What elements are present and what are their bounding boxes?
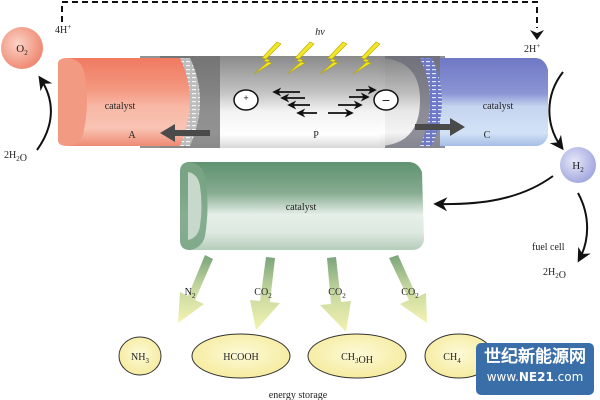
- fuel-cell-label: fuel cell: [532, 242, 565, 253]
- conversion-arrow-icon: [389, 255, 427, 323]
- h2-bubble: [560, 147, 596, 183]
- conversion-arrow-icon: [320, 257, 351, 332]
- water-right-label: 2H2O: [543, 267, 566, 281]
- product-label: CH4: [443, 352, 461, 365]
- lightning-bolts: [253, 41, 381, 75]
- watermark-chinese: 世纪新能源网: [484, 347, 586, 367]
- anode-letter: A: [128, 130, 136, 141]
- h2-to-fuel-cell-arrow: [577, 192, 591, 263]
- hole-transfer-arrow-icon: [160, 124, 210, 142]
- watermark-url: www.NE21.com: [476, 369, 594, 385]
- cathode-letter: C: [484, 130, 491, 141]
- minus-sign: −: [381, 94, 390, 107]
- charge-separation-arrows: [272, 85, 377, 118]
- energy-storage-label: energy storage: [269, 390, 328, 400]
- product-ellipses: NH3 HCOOH CH3OH CH4: [118, 333, 494, 379]
- product-label: HCOOH: [223, 352, 259, 363]
- cathode-tube: catalyst C: [380, 58, 548, 146]
- product-label: NH3: [131, 352, 149, 365]
- watermark-logo: 世纪新能源网 www.NE21.com: [476, 343, 594, 395]
- input-label: N2: [185, 287, 196, 300]
- o2-molecule: O2: [1, 27, 43, 69]
- storage-catalyst-label: catalyst: [286, 202, 317, 213]
- water-left-label: 2H2O: [4, 150, 27, 164]
- product-hcooh: HCOOH: [191, 333, 291, 379]
- h2-label: H2: [572, 160, 584, 174]
- input-label: CO2: [328, 287, 346, 300]
- cathode-catalyst-label: catalyst: [483, 101, 514, 112]
- h2-to-catalyst-arrow: [433, 175, 554, 212]
- lightning-icon: [253, 41, 282, 75]
- product-label: CH3OH: [341, 352, 373, 366]
- hole-charge: +: [233, 89, 259, 111]
- url-brand: NE21: [518, 370, 554, 384]
- url-suffix: .com: [553, 370, 584, 384]
- conversion-arrow-icon: [178, 255, 213, 323]
- proton-transfer-loop: [61, 1, 544, 40]
- input-label: CO2: [254, 287, 272, 300]
- electron-transfer-arrow-icon: [415, 118, 465, 136]
- input-label: CO2: [401, 287, 419, 300]
- lightning-icon: [319, 41, 348, 75]
- o2-label: O2: [16, 43, 28, 57]
- label-4h-plus: 4H+: [55, 23, 71, 36]
- dashed-line: [61, 1, 538, 28]
- label-2h-plus: 2H+: [524, 42, 540, 55]
- proton-to-h2-arrow: [548, 71, 564, 151]
- h2-molecule: H2: [560, 147, 596, 183]
- o2-bubble: [1, 27, 43, 69]
- electron-charge: −: [373, 89, 399, 111]
- anode-catalyst-label: catalyst: [105, 101, 136, 112]
- product-ch3oh: CH3OH: [307, 333, 407, 379]
- url-prefix: www.: [486, 370, 519, 384]
- anode-tube: catalyst A: [58, 58, 200, 146]
- storage-catalyst-tube: catalyst: [180, 162, 424, 250]
- conversion-arrow-icon: [250, 257, 280, 330]
- water-to-o2-arrow: [36, 75, 53, 151]
- plus-sign: +: [243, 94, 249, 102]
- conversion-arrows: [178, 255, 427, 332]
- photoabsorber-letter: P: [313, 130, 319, 141]
- lightning-icon: [352, 41, 381, 75]
- product-nh3: NH3: [118, 336, 162, 376]
- arrow-head-icon: [530, 30, 544, 40]
- light-label: hv: [315, 27, 325, 38]
- lightning-icon: [286, 41, 315, 75]
